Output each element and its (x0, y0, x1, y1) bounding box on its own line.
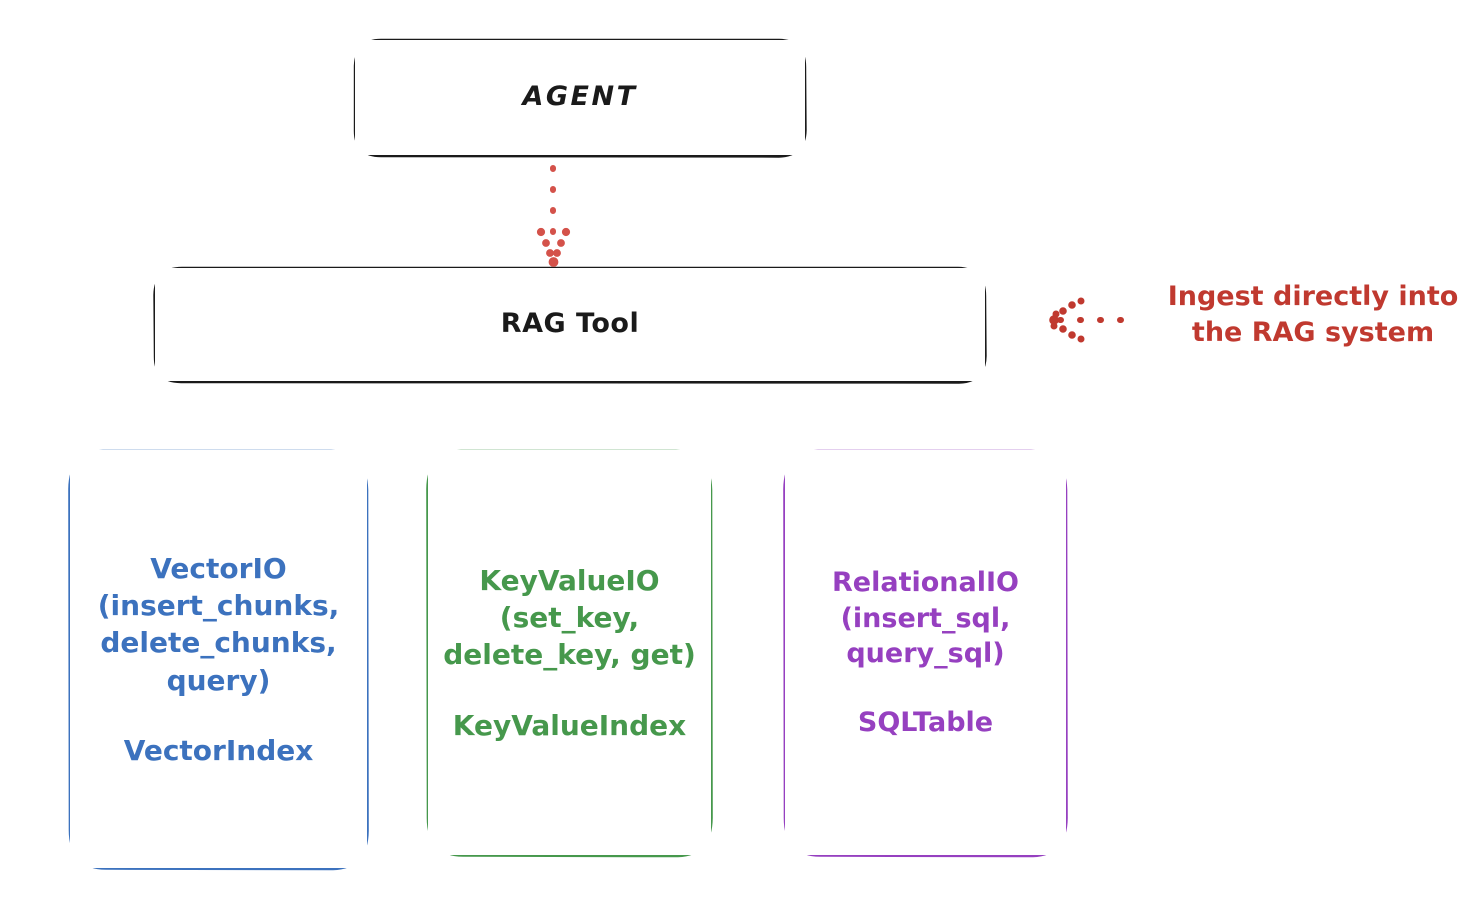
node-key-value-io[interactable]: KeyValueIO (set_key, delete_key, get) Ke… (428, 450, 711, 855)
vector-io-index-label: VectorIndex (123, 733, 314, 767)
key-value-io-api-label: KeyValueIO (set_key, delete_key, get) (443, 564, 696, 672)
node-rag-tool[interactable]: RAG Tool (155, 268, 985, 381)
node-agent[interactable]: AGENT (355, 40, 805, 155)
node-relational-io[interactable]: RelationalIO (insert_sql, query_sql) SQL… (785, 450, 1066, 855)
node-agent-label: AGENT (522, 81, 638, 113)
relational-io-api-label: RelationalIO (insert_sql, query_sql) (832, 566, 1019, 670)
node-vector-io[interactable]: VectorIO (insert_chunks, delete_chunks, … (70, 450, 367, 868)
relational-io-index-label: SQLTable (857, 707, 994, 739)
vector-io-api-label: VectorIO (insert_chunks, delete_chunks, … (97, 551, 340, 697)
ingest-pointer-connector (1049, 297, 1141, 343)
node-rag-tool-label: RAG Tool (500, 308, 640, 340)
key-value-io-index-label: KeyValueIndex (452, 708, 687, 742)
annotation-ingest-text: Ingest directly into the RAG system (1167, 281, 1459, 348)
agent-to-rag-connector (536, 165, 571, 267)
